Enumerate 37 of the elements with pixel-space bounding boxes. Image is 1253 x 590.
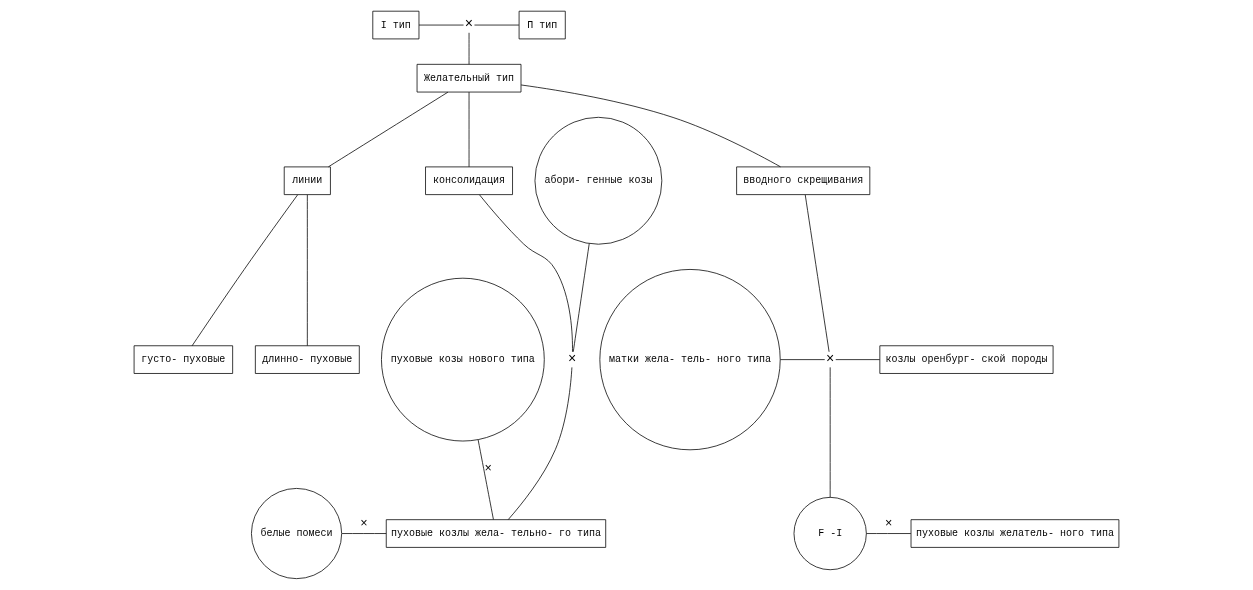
connector	[468, 32, 470, 65]
node-box: I тип	[372, 10, 420, 40]
node-box: линии	[283, 166, 331, 195]
connector	[507, 367, 573, 520]
connector	[572, 243, 590, 353]
node-circle: пуховые козы нового типа	[381, 277, 545, 442]
node-text: ×	[464, 16, 474, 33]
edge-label: ×	[884, 517, 893, 532]
connector	[306, 194, 308, 346]
node-circle: матки жела- тель- ного типа	[599, 269, 781, 451]
connector	[829, 366, 831, 498]
connector	[477, 439, 494, 520]
connector	[804, 194, 830, 353]
connector	[341, 533, 387, 534]
edge-label: ×	[360, 517, 368, 532]
node-circle: F -I	[793, 496, 867, 571]
connector	[866, 533, 912, 534]
node-text: ×	[826, 351, 835, 368]
node-box: пуховые козлы желатель- ного типа	[910, 519, 1120, 548]
node-box: П тип	[518, 10, 566, 40]
node-box: Желательный тип	[416, 63, 522, 93]
node-box: консолидация	[425, 166, 513, 195]
node-box: пуховые козлы жела- тельно- го типа	[385, 519, 607, 548]
node-box: длинно- пуховые	[254, 345, 360, 374]
edge-label: ×	[484, 461, 492, 476]
node-box: козлы оренбург- ской породы	[879, 345, 1054, 374]
node-box: густо- пуховые	[133, 345, 234, 374]
connector	[835, 359, 881, 360]
connector	[191, 194, 298, 347]
node-circle: белые помеси	[251, 488, 343, 580]
connector	[328, 91, 449, 168]
node-circle: абори- генные козы	[534, 116, 663, 245]
connector	[520, 84, 781, 168]
node-box: вводного скрещивания	[736, 166, 871, 195]
connector	[779, 359, 826, 360]
connector	[479, 194, 573, 353]
node-text: ×	[568, 351, 577, 368]
